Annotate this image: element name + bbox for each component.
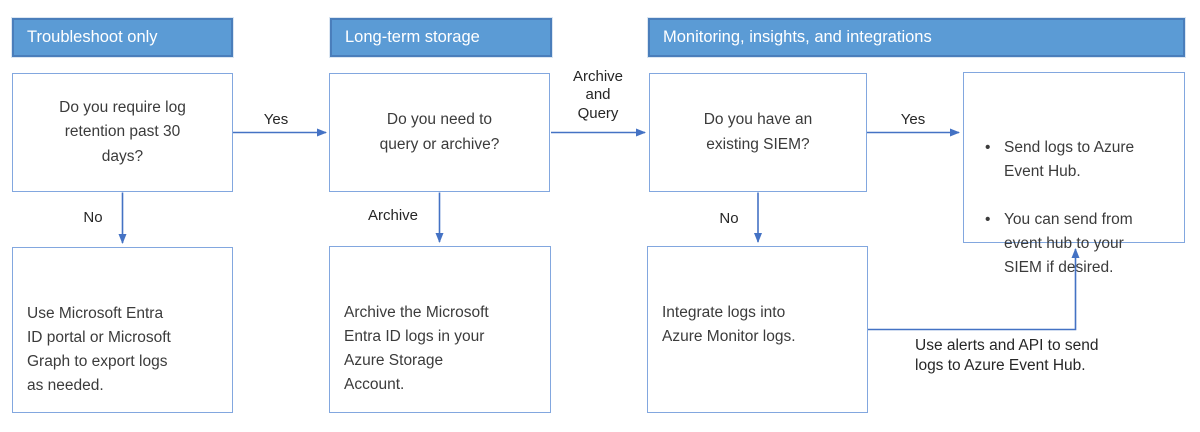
header-long-term-storage: Long-term storage: [330, 18, 552, 57]
box-question-query-archive-text: Do you need to query or archive?: [379, 111, 500, 153]
edge-label-archive: Archive: [367, 207, 419, 224]
header-troubleshoot-only: Troubleshoot only: [12, 18, 233, 57]
header-monitoring-insights-label: Monitoring, insights, and integrations: [663, 28, 932, 46]
edge-label-no-2: No: [719, 210, 739, 227]
header-monitoring-insights: Monitoring, insights, and integrations: [648, 18, 1185, 57]
box-question-retention: Do you require log retention past 30 day…: [12, 73, 233, 192]
event-hub-bullet-list: Send logs to Azure Event Hub. You can se…: [964, 97, 1184, 304]
bullet-send-from-hub: You can send from event hub to your SIEM…: [964, 208, 1178, 280]
box-integrate-monitor: Integrate logs into Azure Monitor logs.: [647, 246, 868, 413]
edge-label-archive-and-query: Archive and Query: [572, 68, 624, 122]
edge-label-no-1: No: [83, 209, 103, 226]
box-use-portal: Use Microsoft Entra ID portal or Microso…: [12, 247, 233, 413]
box-archive-storage: Archive the Microsoft Entra ID logs in y…: [329, 246, 551, 413]
box-question-siem: Do you have an existing SIEM?: [649, 73, 867, 192]
header-long-term-storage-label: Long-term storage: [345, 28, 480, 46]
bullet-send-logs: Send logs to Azure Event Hub.: [964, 136, 1178, 184]
box-integrate-monitor-text: Integrate logs into Azure Monitor logs.: [662, 304, 796, 346]
box-event-hub-info: Send logs to Azure Event Hub. You can se…: [963, 72, 1185, 276]
edge-label-yes-1: Yes: [263, 111, 289, 128]
header-troubleshoot-only-label: Troubleshoot only: [27, 28, 158, 46]
box-use-portal-text: Use Microsoft Entra ID portal or Microso…: [27, 305, 171, 395]
edge-label-yes-2: Yes: [900, 111, 926, 128]
box-question-query-archive: Do you need to query or archive?: [329, 73, 550, 192]
edge-label-alerts-api: Use alerts and API to send logs to Azure…: [915, 337, 1099, 375]
box-question-siem-text: Do you have an existing SIEM?: [703, 111, 813, 153]
box-question-retention-text: Do you require log retention past 30 day…: [59, 99, 186, 165]
box-archive-storage-text: Archive the Microsoft Entra ID logs in y…: [344, 304, 489, 394]
